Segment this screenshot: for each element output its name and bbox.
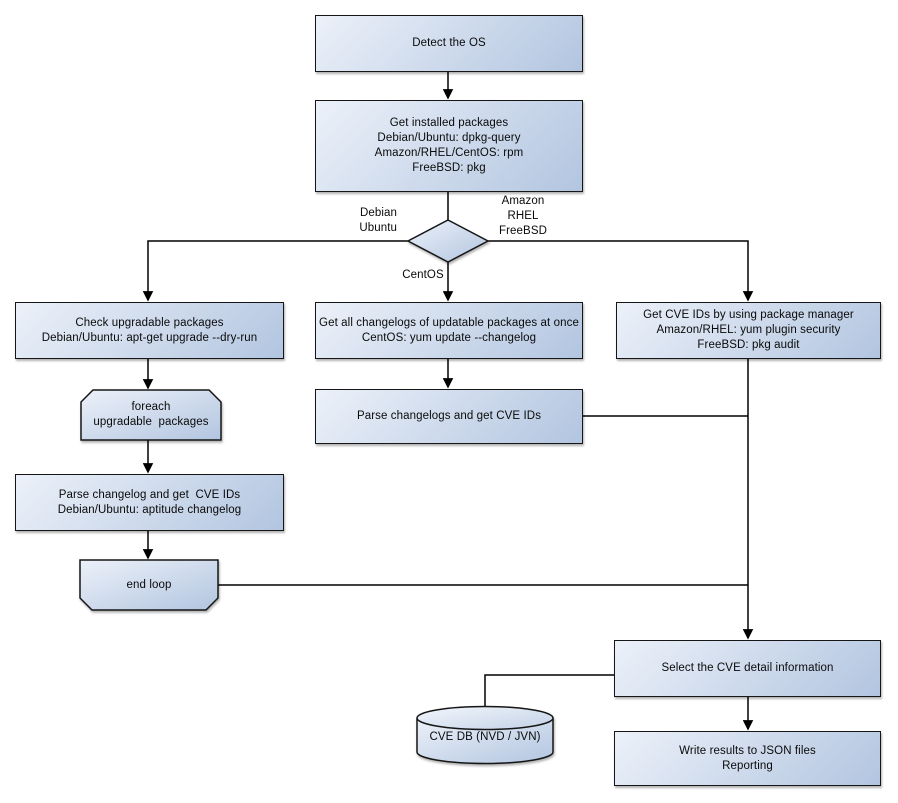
text-line: Parse changelog and get CVE IDs <box>58 488 241 501</box>
end-loop-shape <box>79 559 219 611</box>
text-line: Debian/Ubuntu: aptitude changelog <box>57 503 242 516</box>
text-line: Reporting <box>722 759 773 772</box>
node-parse-changelog: Parse changelog and get CVE IDs Debian/U… <box>15 474 284 531</box>
node-write-results: Write results to JSON files Reporting <box>614 731 881 786</box>
text-line: Parse changelogs and get CVE IDs <box>356 410 542 422</box>
os-decision-diamond <box>406 219 490 263</box>
text-line: Get all changelogs of updatable packages… <box>319 316 579 329</box>
text-line: FreeBSD: pkg <box>412 162 486 174</box>
text-line: Get installed packages <box>389 117 509 129</box>
edge-decision-amazon <box>488 240 754 302</box>
text-line: CentOS: yum update --changelog <box>361 331 537 344</box>
node-select-cve-detail: Select the CVE detail information <box>614 640 881 697</box>
text-line: Debian <box>359 207 397 219</box>
text-line: FreeBSD: pkg audit <box>697 339 800 351</box>
text-line: CentOS <box>402 269 444 281</box>
text-line: Detect the OS <box>412 37 486 49</box>
node-get-installed-packages: Get installed packages Debian/Ubuntu: dp… <box>315 100 583 192</box>
text-line: Select the CVE detail information <box>661 662 834 674</box>
text-line: FreeBSD <box>499 225 547 237</box>
database-cylinder <box>416 705 554 765</box>
foreach-loop-shape <box>80 389 222 441</box>
node-get-all-changelogs: Get all changelogs of updatable packages… <box>315 302 583 359</box>
text-line: Amazon <box>501 195 545 207</box>
node-check-upgradable: Check upgradable packages Debian/Ubuntu:… <box>15 302 284 359</box>
edge-label-debian-ubuntu: Debian Ubuntu <box>322 206 397 236</box>
cylinder-body <box>416 718 554 765</box>
edge-decision-debian <box>142 240 408 302</box>
node-get-cve-ids: Get CVE IDs by using package manager Ama… <box>616 302 881 359</box>
text-line: RHEL <box>507 210 539 222</box>
edge-label-amazon-rhel-freebsd: Amazon RHEL FreeBSD <box>490 194 556 239</box>
text-line: Amazon/RHEL/CentOS: rpm <box>374 147 524 159</box>
text-line: Get CVE IDs by using package manager <box>643 309 854 321</box>
node-detect-os: Detect the OS <box>315 15 583 72</box>
cylinder-top <box>416 705 554 731</box>
text-line: Debian/Ubuntu: apt-get upgrade --dry-run <box>41 331 258 344</box>
text-line: Write results to JSON files <box>679 744 816 757</box>
text-line: Check upgradable packages <box>75 316 224 329</box>
edge-cvedb-to-select <box>484 674 614 707</box>
text-line: Amazon/RHEL: yum plugin security <box>656 324 841 336</box>
text-line: Ubuntu <box>359 222 397 234</box>
edge-label-centos: CentOS <box>398 268 448 283</box>
text-line: Debian/Ubuntu: dpkg-query <box>377 132 521 144</box>
node-parse-changelogs: Parse changelogs and get CVE IDs <box>315 389 583 444</box>
